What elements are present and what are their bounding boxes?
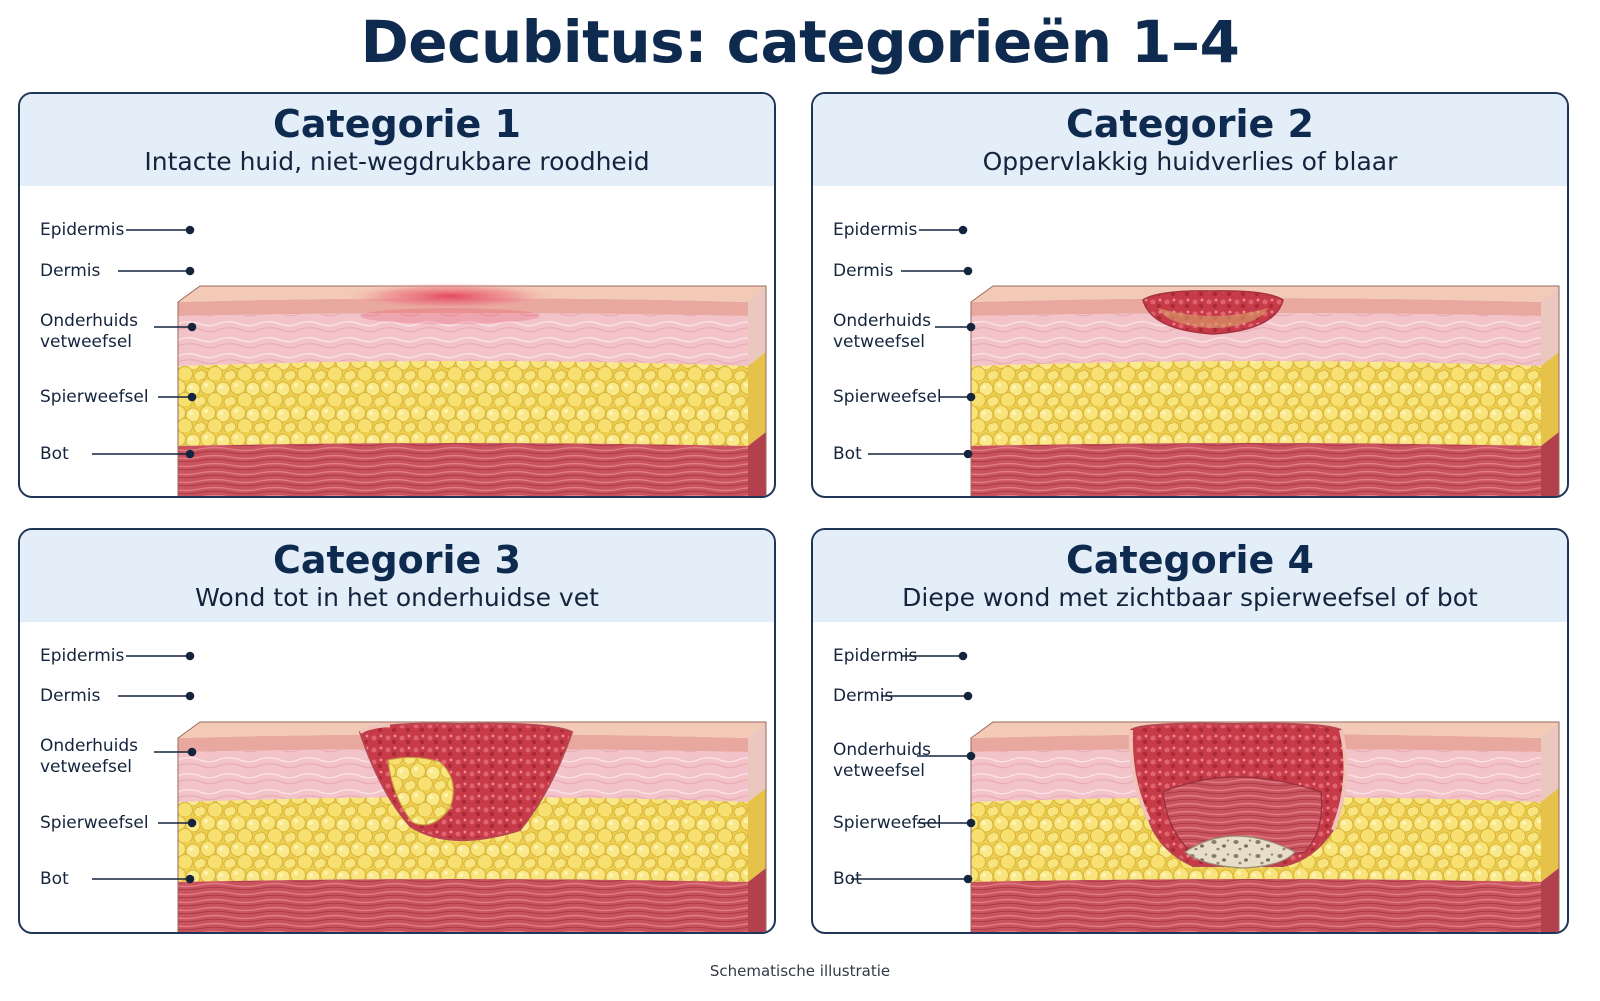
panel-header: Categorie 1 Intacte huid, niet-wegdrukba… — [20, 94, 774, 186]
label-muscle: Spierweefsel — [833, 813, 942, 833]
category-title: Categorie 2 — [1066, 102, 1314, 146]
panel-header: Categorie 2 Oppervlakkig huidverlies of … — [813, 94, 1567, 186]
label-epidermis: Epidermis — [40, 220, 125, 240]
category-subtitle: Diepe wond met zichtbaar spierweefsel of… — [902, 583, 1478, 612]
exposed-bone — [1183, 835, 1296, 869]
panel-category-4: Categorie 4 Diepe wond met zichtbaar spi… — [811, 528, 1569, 934]
category-subtitle: Wond tot in het onderhuidse vet — [195, 583, 599, 612]
label-fat-line1: Onderhuids — [40, 311, 139, 331]
panel-header: Categorie 4 Diepe wond met zichtbaar spi… — [813, 530, 1567, 622]
label-fat-line2: vetweefsel — [833, 761, 926, 781]
label-muscle: Spierweefsel — [40, 813, 149, 833]
tissue-illustration — [92, 225, 767, 496]
label-epidermis: Epidermis — [833, 646, 918, 666]
label-dermis: Dermis — [40, 686, 101, 706]
label-fat-line1: Onderhuids — [40, 736, 139, 756]
tissue-illustration — [851, 651, 1560, 932]
label-epidermis: Epidermis — [833, 220, 918, 240]
label-fat-line2: vetweefsel — [40, 332, 133, 352]
category-title: Categorie 4 — [1066, 538, 1314, 582]
category-title: Categorie 3 — [273, 538, 521, 582]
redness-area — [340, 282, 560, 310]
label-muscle: Spierweefsel — [40, 387, 149, 407]
panel-header: Categorie 3 Wond tot in het onderhuidse … — [20, 530, 774, 622]
label-dermis: Dermis — [833, 261, 894, 281]
label-fat-line1: Onderhuids — [833, 740, 932, 760]
label-fat-line1: Onderhuids — [833, 311, 932, 331]
category-subtitle: Oppervlakkig huidverlies of blaar — [982, 147, 1398, 176]
tissue-illustration — [92, 651, 767, 932]
exposed-muscle — [1162, 776, 1323, 857]
label-fat-line2: vetweefsel — [833, 332, 926, 352]
label-bone: Bot — [40, 869, 69, 889]
superficial-wound — [1142, 290, 1284, 335]
category-subtitle: Intacte huid, niet-wegdrukbare roodheid — [144, 147, 650, 176]
panel-category-1: Categorie 1 Intacte huid, niet-wegdrukba… — [18, 92, 776, 498]
label-fat-line2: vetweefsel — [40, 757, 133, 777]
panel-category-3: Categorie 3 Wond tot in het onderhuidse … — [18, 528, 776, 934]
panel-category-2: Categorie 2 Oppervlakkig huidverlies of … — [811, 92, 1569, 498]
label-dermis: Dermis — [833, 686, 894, 706]
footnote: Schematische illustratie — [709, 962, 891, 980]
label-bone: Bot — [833, 444, 862, 464]
label-dermis: Dermis — [40, 261, 101, 281]
category-title: Categorie 1 — [273, 102, 521, 146]
exposed-fat — [387, 756, 454, 826]
label-epidermis: Epidermis — [40, 646, 125, 666]
label-muscle: Spierweefsel — [833, 387, 942, 407]
label-bone: Bot — [833, 869, 862, 889]
page-title: Decubitus: categorieën 1–4 — [360, 8, 1240, 76]
tissue-illustration — [868, 225, 1560, 496]
label-bone: Bot — [40, 444, 69, 464]
